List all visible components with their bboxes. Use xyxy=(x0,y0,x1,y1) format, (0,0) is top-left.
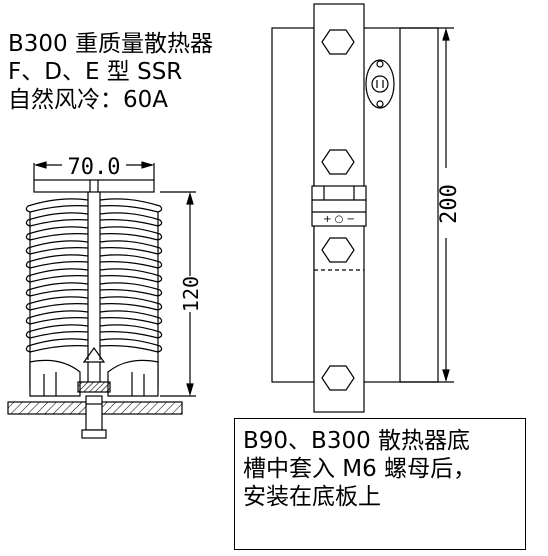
terminal-marks: + ○ − xyxy=(323,214,355,225)
title-line-3: 自然风冷：60A xyxy=(8,87,169,113)
note-line-2: 槽中套入 M6 螺母后， xyxy=(243,456,477,482)
front-view: + ○ − xyxy=(271,3,454,413)
left-fins xyxy=(25,198,89,390)
title-line-2: F、D、E 型 SSR xyxy=(8,59,183,85)
title-line-1: B300 重质量散热器 xyxy=(8,31,213,57)
length-dimension xyxy=(400,27,454,383)
installation-note: B90、B300 散热器底 槽中套入 M6 螺母后， 安装在底板上 xyxy=(234,418,526,550)
led-indicator xyxy=(365,59,395,109)
right-fins xyxy=(99,198,163,390)
title-block: B300 重质量散热器 F、D、E 型 SSR 自然风冷：60A xyxy=(8,30,213,114)
height-dimension xyxy=(160,191,196,397)
ssr-module xyxy=(311,3,367,413)
width-dimension xyxy=(33,161,155,180)
height-dimension-label: 120 xyxy=(179,276,203,312)
note-line-1: B90、B300 散热器底 xyxy=(243,428,471,454)
width-dimension-label: 70.0 xyxy=(68,155,121,180)
side-view: 70.0 xyxy=(7,155,196,439)
length-dimension-label: 200 xyxy=(437,184,462,224)
note-line-3: 安装在底板上 xyxy=(243,484,381,510)
